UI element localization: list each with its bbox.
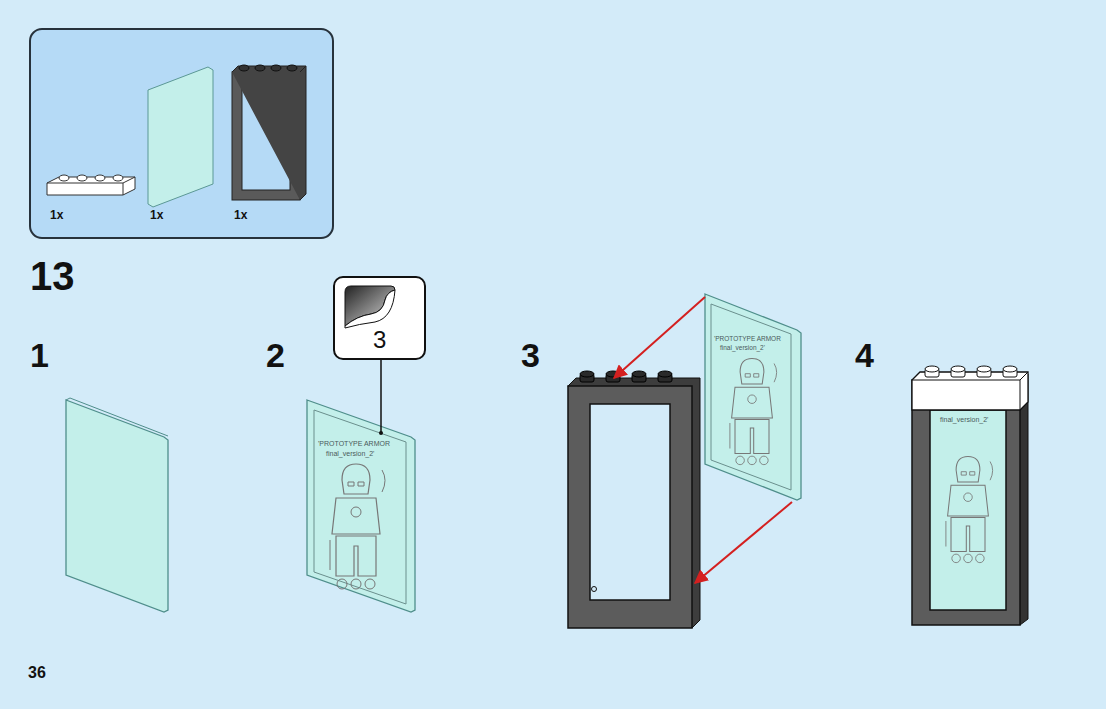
sticker-text: 'PROTOTYPE ARMOR (714, 336, 781, 343)
part-quantity: 1x (150, 209, 163, 221)
substep-number: 4 (855, 338, 874, 372)
substep-number: 1 (30, 338, 49, 372)
sticker-text: 'PROTOTYPE ARMOR (318, 440, 390, 447)
parts-list-panel: 1x 1x 1x (30, 29, 333, 238)
step-number: 13 (30, 256, 75, 296)
sticker-text: final_version_2' (326, 450, 374, 457)
part-quantity: 1x (50, 209, 63, 221)
sticker-peel (345, 290, 395, 328)
part-quantity: 1x (234, 209, 247, 221)
sticker-text: final_version_2' (940, 416, 988, 423)
sticker-number: 3 (373, 328, 386, 352)
page-number: 36 (28, 665, 46, 681)
sticker-text: final_version_2' (720, 345, 765, 352)
substep-number: 2 (266, 338, 285, 372)
sticker-callout: 3 (333, 276, 426, 360)
substep-number: 3 (521, 338, 540, 372)
